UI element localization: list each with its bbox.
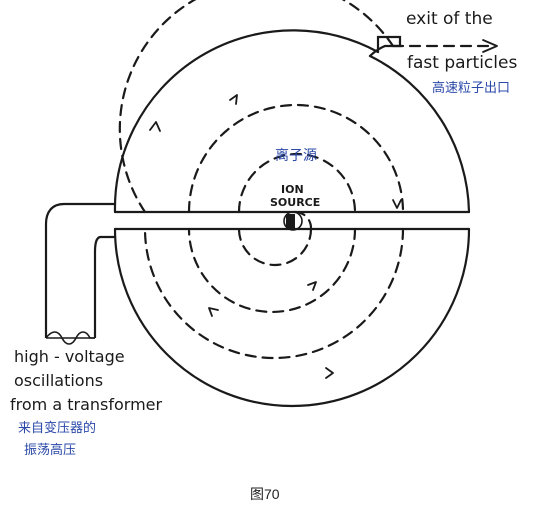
exit-label-line1: exit of the [406,9,493,29]
ion-source-label-line1: ION [281,183,304,196]
arrow-lower-left [208,307,219,317]
hv-label-cn-line1: 来自变压器的 [18,420,96,436]
exit-label-line2: fast particles [407,53,517,73]
exit-arrowhead [482,39,498,53]
hv-label-line3: from a transformer [10,395,162,414]
hv-label-cn-line2: 振荡高压 [24,442,76,458]
exit-channel-inner [368,44,387,58]
ion-source [283,211,303,231]
hv-label-line2: oscillations [14,371,103,390]
electrode-feed [44,202,115,345]
hv-label-line1: high - voltage [14,347,125,366]
particle-spiral-path [118,0,492,360]
oscillation-wave [45,331,95,345]
arrow-right-down [392,199,402,209]
direction-arrows [149,39,498,379]
exit-label-cn: 高速粒子出口 [432,80,510,96]
figure-caption: 图70 [250,486,280,502]
ion-source-label-cn: 离子源 [275,147,317,164]
arrow-lower-right [307,281,317,291]
arrow-bottom [325,367,334,379]
right-dee-outline [368,54,471,214]
ion-source-label-line2: SOURCE [270,196,320,209]
arrow-left-upper [149,121,161,132]
arrow-inner-left [229,94,238,105]
upper-dee-outline [113,29,380,214]
lower-dee-outline [113,227,471,408]
